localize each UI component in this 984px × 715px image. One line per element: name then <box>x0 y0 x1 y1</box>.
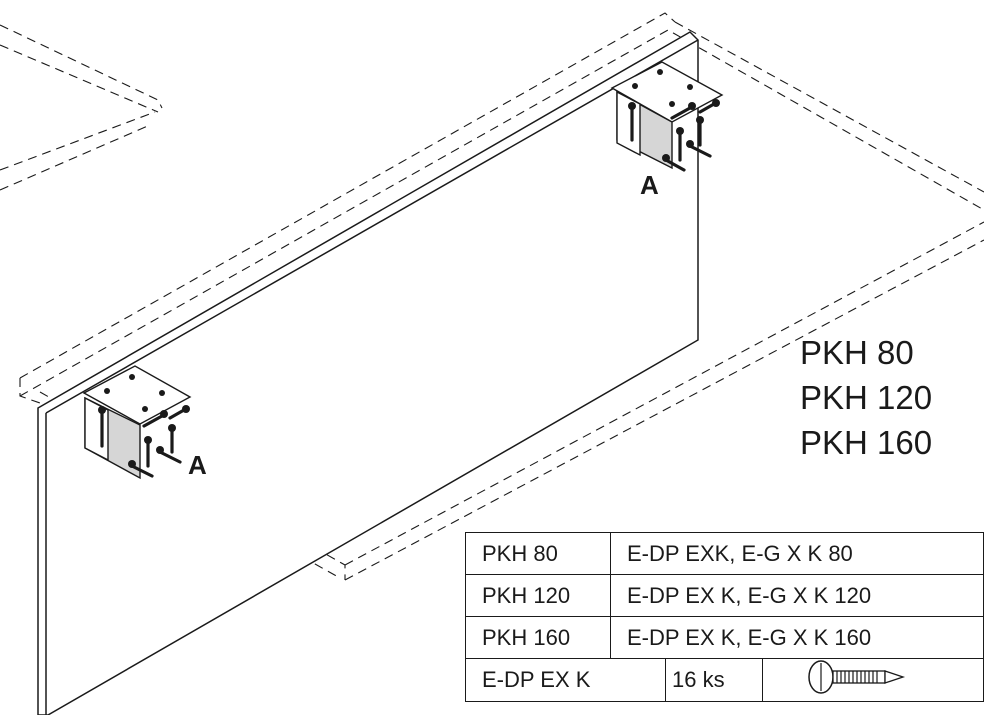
table-row: PKH 80 E-DP EXK, E-G X K 80 <box>465 532 984 575</box>
parts-cell: E-DP EXK, E-G X K 80 <box>610 532 984 575</box>
bracket-right: A <box>610 61 724 200</box>
table-row: PKH 120 E-DP EX K, E-G X K 120 <box>465 574 984 617</box>
screw-icon <box>98 405 190 478</box>
parts-cell: E-DP EX K, E-G X K 160 <box>610 616 984 659</box>
hardware-part-cell: E-DP EX K <box>465 658 666 702</box>
model-label: PKH 80 <box>800 334 914 371</box>
hardware-icon-cell <box>762 658 984 702</box>
parts-table: PKH 80 E-DP EXK, E-G X K 80 PKH 120 E-DP… <box>465 532 984 702</box>
model-list: PKH 80 PKH 120 PKH 160 <box>800 330 932 465</box>
screw-icon <box>628 99 720 172</box>
callout-a-right: A <box>640 170 659 200</box>
screw-icon <box>808 660 906 694</box>
model-cell: PKH 160 <box>465 616 611 659</box>
parts-cell: E-DP EX K, E-G X K 120 <box>610 574 984 617</box>
modesty-panel <box>37 31 699 715</box>
hardware-quantity-cell: 16 ks <box>665 658 763 702</box>
callout-a-left: A <box>188 450 207 480</box>
model-cell: PKH 120 <box>465 574 611 617</box>
model-cell: PKH 80 <box>465 532 611 575</box>
table-row: E-DP EX K 16 ks <box>465 658 984 702</box>
bracket-left: A <box>82 365 207 480</box>
model-label: PKH 120 <box>800 379 933 416</box>
model-label: PKH 160 <box>800 424 933 461</box>
table-row: PKH 160 E-DP EX K, E-G X K 160 <box>465 616 984 659</box>
